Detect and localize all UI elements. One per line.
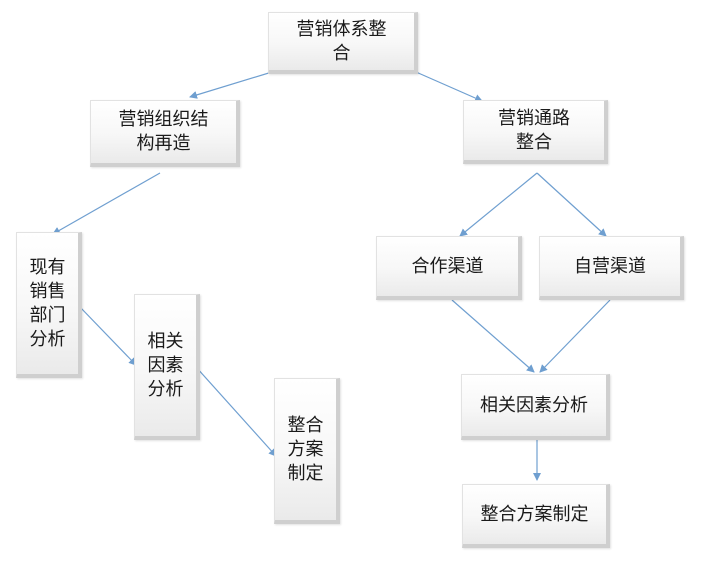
- arrow-own-to-factors-right: [539, 299, 611, 373]
- node-plan-left-label: 整合方案制定: [287, 414, 324, 484]
- node-channel-label: 营销通路整合: [498, 107, 570, 153]
- node-plan-right-label: 整合方案制定: [480, 503, 589, 525]
- arrow-channel-to-own: [536, 172, 607, 237]
- arrow-org-to-current-dept: [52, 172, 161, 235]
- node-factors-left-label: 相关因素分析: [147, 330, 184, 400]
- node-root-label: 营销体系整合: [296, 18, 387, 64]
- node-current-dept: 现有销售部门分析: [16, 232, 82, 378]
- node-own: 自营渠道: [539, 236, 684, 300]
- node-own-label: 自营渠道: [574, 255, 646, 277]
- node-org-label: 营销组织结构再造: [118, 109, 209, 154]
- arrow-root-to-org: [189, 71, 273, 99]
- arrow-channel-to-partner: [459, 172, 538, 237]
- node-org: 营销组织结构再造: [90, 100, 240, 167]
- arrow-current-dept-to-factors-left: [78, 305, 137, 366]
- arrow-root-to-channel: [415, 71, 483, 102]
- node-plan-left: 整合方案制定: [274, 378, 340, 524]
- node-partner: 合作渠道: [376, 236, 522, 300]
- arrow-factors-left-to-plan-left: [195, 366, 277, 457]
- node-root: 营销体系整合: [268, 12, 418, 74]
- node-factors-right: 相关因素分析: [461, 374, 610, 440]
- node-partner-label: 合作渠道: [411, 255, 484, 277]
- node-factors-right-label: 相关因素分析: [480, 394, 588, 416]
- node-plan-right: 整合方案制定: [462, 484, 610, 548]
- node-channel: 营销通路整合: [463, 100, 608, 164]
- node-factors-left: 相关因素分析: [134, 294, 200, 440]
- arrow-partner-to-factors-right: [451, 299, 535, 373]
- node-current-dept-label: 现有销售部门分析: [29, 256, 66, 350]
